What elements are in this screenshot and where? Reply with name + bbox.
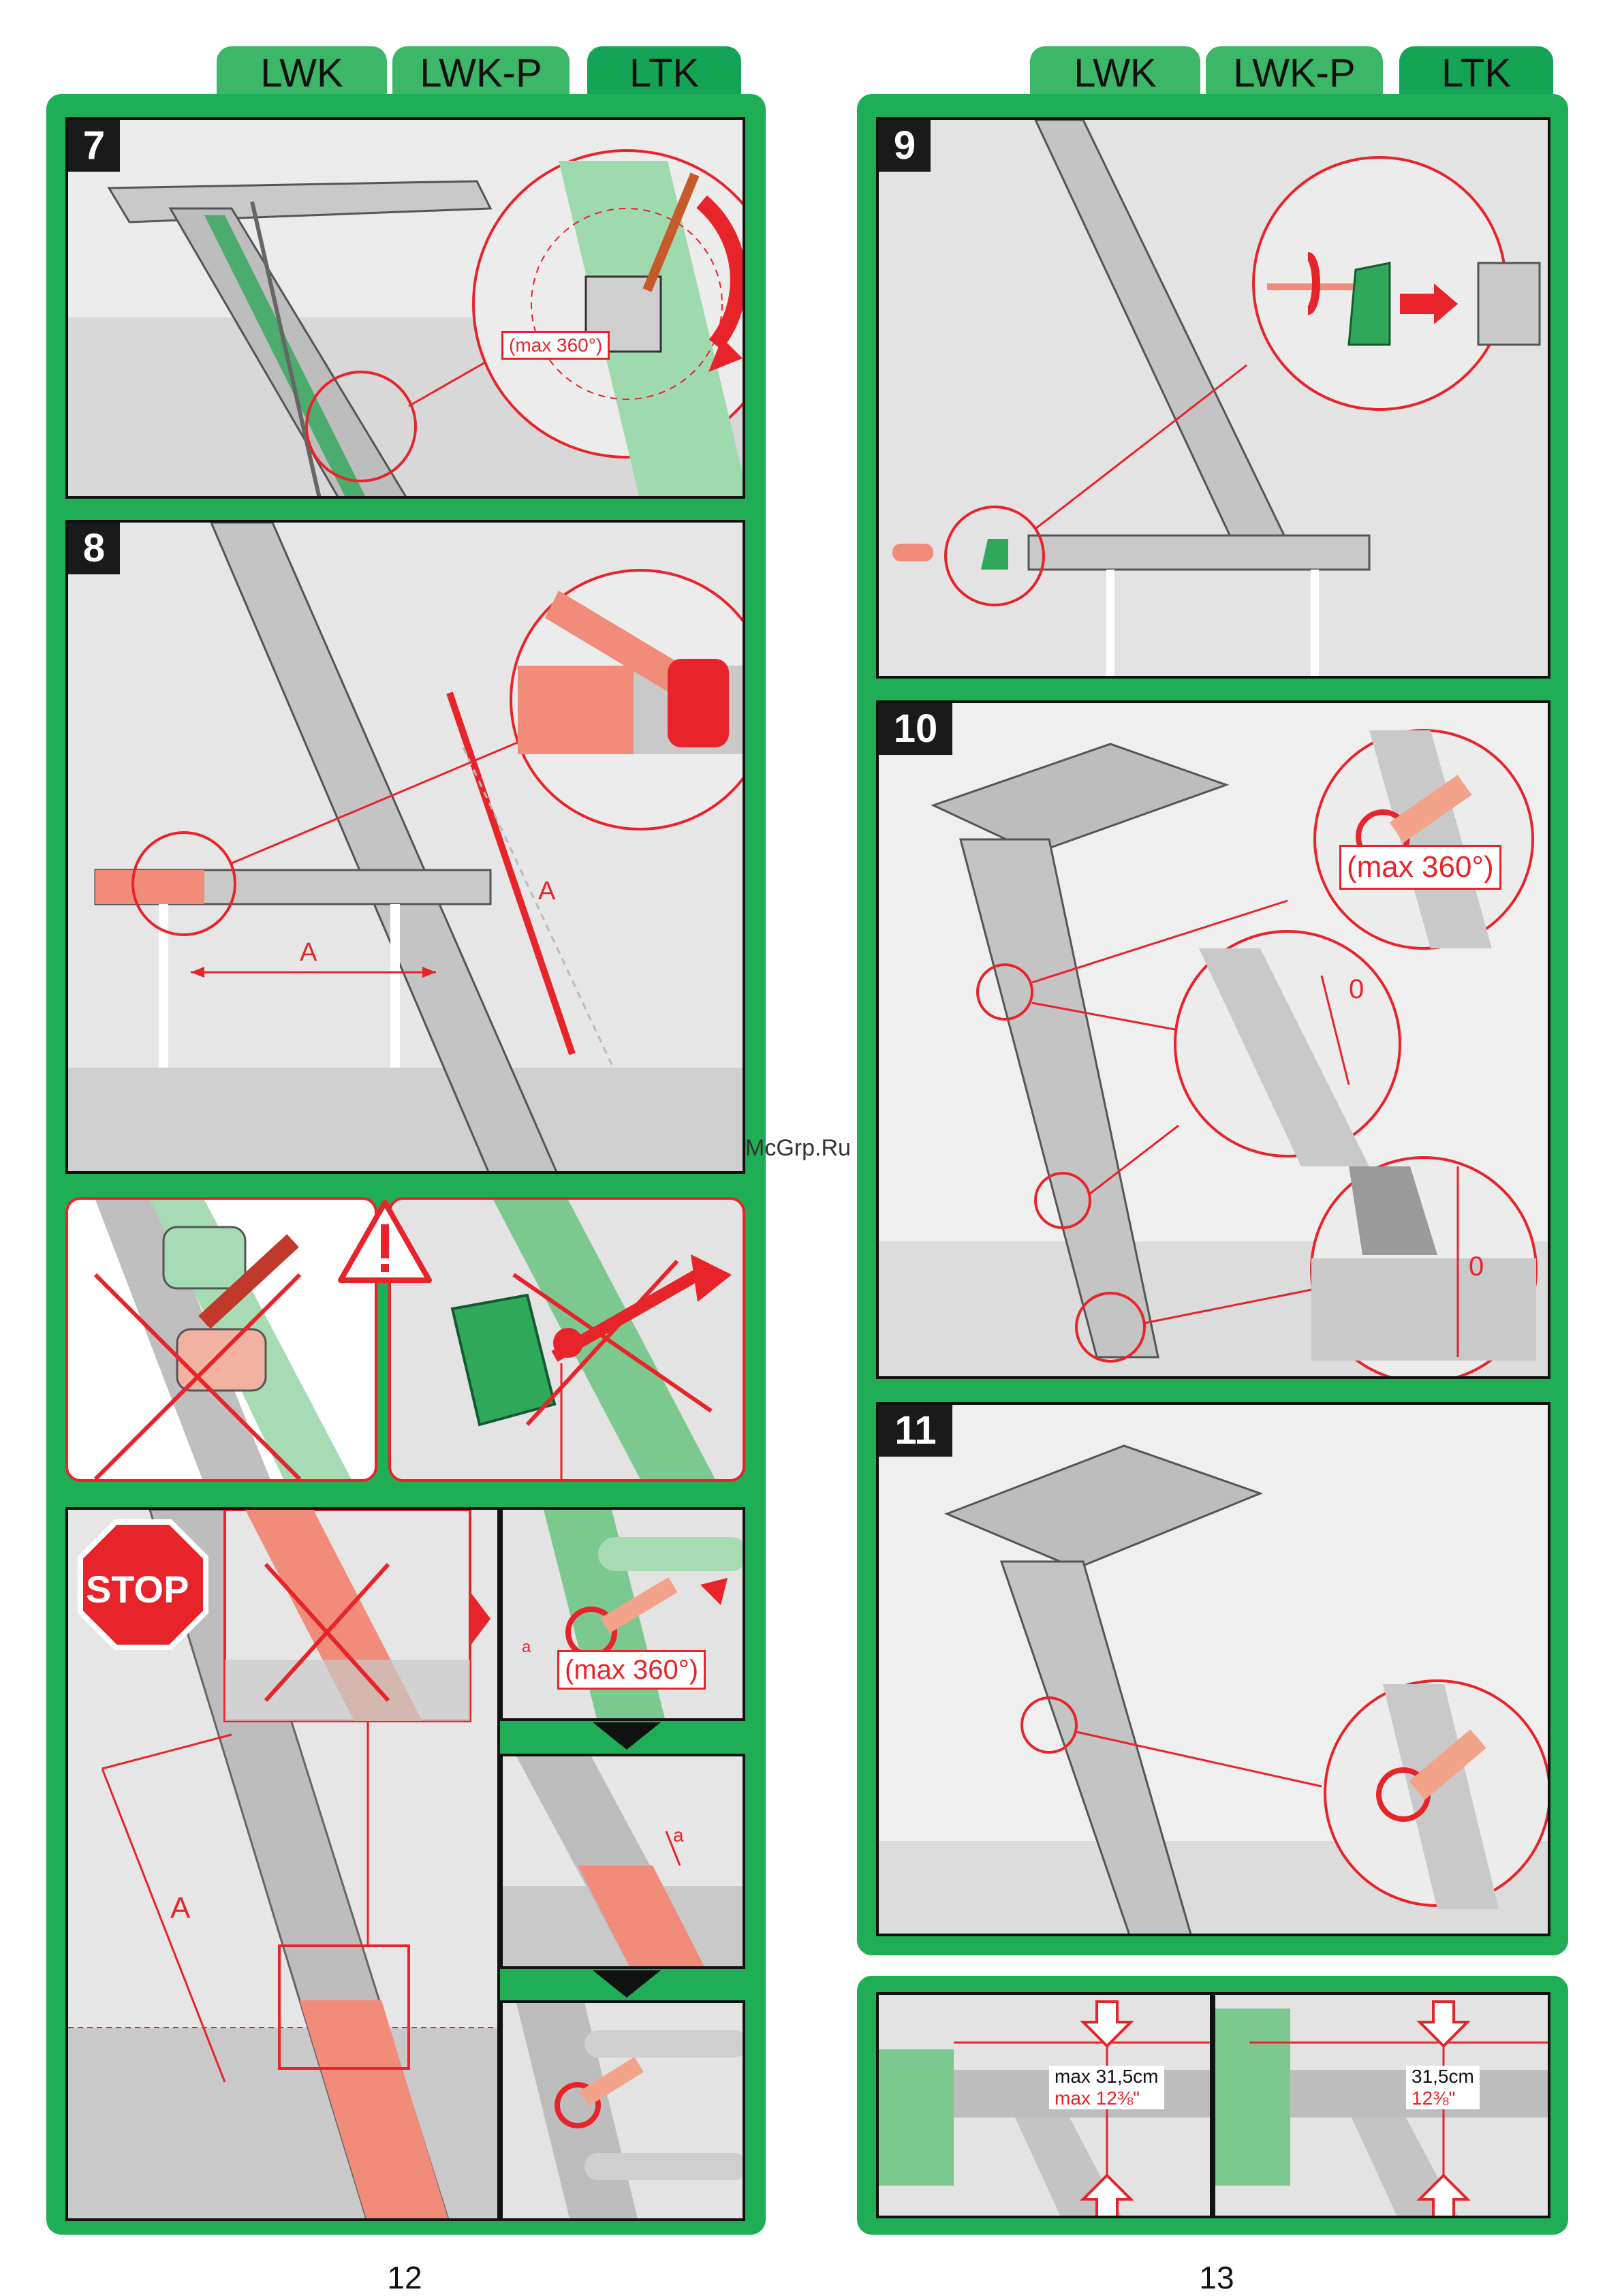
step-9-illustration <box>879 120 1550 679</box>
tab-ltk[interactable]: LTK <box>587 46 741 99</box>
right-page-number: 13 <box>1149 2259 1285 2296</box>
stop-sign-label: STOP <box>86 1567 189 1611</box>
step-7-max-rotation-label: (max 360°) <box>501 331 610 360</box>
gap-left-line1: max 31,5cm <box>1055 2066 1159 2088</box>
gap-right-illustration <box>1215 1995 1550 2218</box>
tab-lwk-p[interactable]: LWK-P <box>1206 46 1383 99</box>
warning-triangle-icon <box>337 1197 433 1286</box>
step-11-panel: 11 <box>876 1402 1550 1936</box>
step-8-illustration <box>68 523 745 1174</box>
step-11-illustration <box>879 1405 1550 1936</box>
step-8-dim-horizontal: A <box>300 938 317 967</box>
left-page-number: 12 <box>337 2259 473 2296</box>
right-page: LWK LWK-P LTK 9 <box>811 0 1621 2295</box>
step-10-max-rotation-label: (max 360°) <box>1339 845 1501 890</box>
warning-wrong-panel <box>65 1197 377 1482</box>
step-11-number: 11 <box>879 1405 952 1457</box>
gap-right-label: 31,5cm 12⅜" <box>1406 2066 1480 2109</box>
warning-right-panel <box>388 1197 745 1482</box>
step-cut-detail-2-illustration <box>503 1756 745 1969</box>
warning-wrong-illustration <box>68 1200 377 1482</box>
step-8-dim-diagonal: A <box>538 877 555 906</box>
step-8-number: 8 <box>68 523 120 574</box>
step-cut-gap-a2: a <box>673 1825 684 1846</box>
left-model-tabs: LWK LWK-P LTK <box>217 46 741 99</box>
step-cut-detail-1: (max 360°) a <box>500 1507 745 1721</box>
gap-right-line2: 12⅜" <box>1412 2088 1474 2109</box>
left-page: LWK LWK-P LTK 7 (max 360°) <box>0 0 811 2295</box>
tab-lwk[interactable]: LWK <box>1030 46 1200 99</box>
tab-lwk[interactable]: LWK <box>217 46 387 99</box>
step-cut-detail-2: a <box>500 1754 745 1969</box>
step-10-zero-top: 0 <box>1349 974 1364 1005</box>
tab-lwk-p[interactable]: LWK-P <box>392 46 570 99</box>
gap-left-line2: max 12⅜" <box>1055 2088 1159 2109</box>
step-10-panel: 10 (max 360°) 0 0 <box>876 700 1550 1379</box>
step-cut-dim: A <box>170 1891 190 1925</box>
step-7-number: 7 <box>68 120 120 172</box>
step-cut-panel: STOP A <box>65 1507 500 2221</box>
gap-right-line1: 31,5cm <box>1412 2066 1474 2088</box>
right-model-tabs: LWK LWK-P LTK <box>1030 46 1555 99</box>
step-cut-detail-3 <box>500 2000 745 2221</box>
gap-left-label: max 31,5cm max 12⅜" <box>1049 2066 1164 2109</box>
gap-left-panel: max 31,5cm max 12⅜" <box>876 1992 1213 2218</box>
step-7-panel: 7 (max 360°) <box>65 117 745 499</box>
tab-ltk[interactable]: LTK <box>1399 46 1553 99</box>
step-9-panel: 9 <box>876 117 1550 679</box>
step-10-number: 10 <box>879 703 952 755</box>
step-10-illustration <box>879 703 1550 1379</box>
step-cut-gap-a1: a <box>522 1638 531 1657</box>
warning-right-illustration <box>391 1200 745 1482</box>
step-9-number: 9 <box>879 120 931 172</box>
step-cut-max-rotation-label: (max 360°) <box>557 1650 706 1690</box>
step-10-zero-bottom: 0 <box>1469 1252 1484 1282</box>
gap-right-panel: 31,5cm 12⅜" <box>1213 1992 1550 2218</box>
arrow-down-icon-1 <box>593 1722 661 1750</box>
step-cut-detail-3-illustration <box>503 2003 745 2221</box>
arrow-down-icon-2 <box>593 1970 661 1998</box>
watermark: McGrp.Ru <box>745 1135 851 1162</box>
step-8-panel: 8 A A <box>65 520 745 1174</box>
step-7-illustration <box>68 120 745 499</box>
